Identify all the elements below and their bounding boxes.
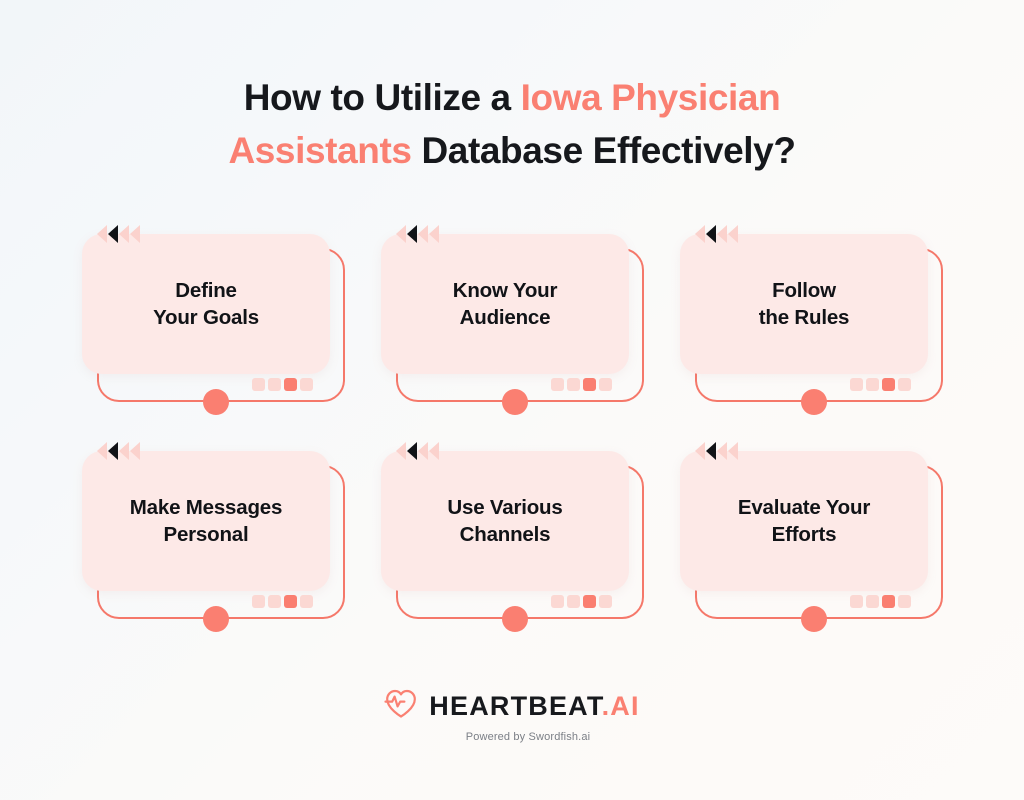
heart-pulse-icon — [384, 688, 418, 724]
square-marker-active — [284, 595, 297, 608]
left-arrow-icon — [728, 225, 738, 243]
square-marker — [850, 595, 863, 608]
left-arrow-icon — [97, 442, 107, 460]
arrow-cluster — [396, 225, 439, 243]
left-arrow-icon — [695, 225, 705, 243]
square-marker — [567, 378, 580, 391]
title-section: How to Utilize a Iowa Physician Assistan… — [0, 0, 1024, 177]
logo-suffix: .AI — [601, 690, 640, 721]
square-marker — [898, 595, 911, 608]
card-surface — [381, 234, 629, 374]
page-title: How to Utilize a Iowa Physician Assistan… — [152, 72, 872, 177]
square-marker-active — [882, 378, 895, 391]
card-label: Know Your Audience — [452, 278, 558, 329]
card-grid: Define Your Goals Know Your Audience — [82, 222, 944, 632]
square-marker — [599, 378, 612, 391]
square-marker — [300, 378, 313, 391]
arrow-cluster — [695, 442, 738, 460]
square-marker — [300, 595, 313, 608]
square-marker — [268, 378, 281, 391]
left-arrow-icon — [108, 225, 118, 243]
left-arrow-icon — [728, 442, 738, 460]
logo-name: HEARTBEAT — [429, 690, 602, 721]
card-square-markers — [252, 595, 313, 608]
left-arrow-icon — [418, 442, 428, 460]
square-marker — [567, 595, 580, 608]
left-arrow-icon — [717, 442, 727, 460]
footer-branding: HEARTBEAT.AI Powered by Swordfish.ai — [0, 688, 1024, 743]
square-marker-active — [284, 378, 297, 391]
logo-tagline: Powered by Swordfish.ai — [465, 731, 591, 743]
card-label: Make Messages Personal — [129, 495, 283, 546]
left-arrow-icon — [407, 225, 417, 243]
left-arrow-icon — [396, 225, 406, 243]
step-card[interactable]: Follow the Rules — [680, 222, 943, 415]
left-arrow-icon — [130, 442, 140, 460]
card-label: Define Your Goals — [153, 278, 259, 329]
card-square-markers — [850, 595, 911, 608]
logo-wordmark: HEARTBEAT.AI — [429, 690, 640, 721]
card-dot-marker — [502, 606, 528, 632]
card-dot-marker — [203, 606, 229, 632]
left-arrow-icon — [108, 442, 118, 460]
left-arrow-icon — [717, 225, 727, 243]
card-surface — [82, 451, 330, 591]
title-part-3: Database Effectively? — [411, 129, 796, 171]
square-marker — [599, 595, 612, 608]
card-surface — [381, 451, 629, 591]
left-arrow-icon — [695, 442, 705, 460]
card-surface — [680, 451, 928, 591]
arrow-cluster — [695, 225, 738, 243]
square-marker — [850, 378, 863, 391]
arrow-cluster — [97, 442, 140, 460]
step-card[interactable]: Use Various Channels — [381, 439, 644, 632]
card-square-markers — [252, 378, 313, 391]
square-marker — [551, 595, 564, 608]
card-label: Follow the Rules — [758, 278, 850, 329]
title-highlight-1: Iowa Physician — [520, 77, 781, 118]
card-label: Use Various Channels — [447, 495, 563, 546]
left-arrow-icon — [706, 442, 716, 460]
left-arrow-icon — [429, 225, 439, 243]
card-surface — [82, 234, 330, 374]
left-arrow-icon — [706, 225, 716, 243]
left-arrow-icon — [119, 225, 129, 243]
left-arrow-icon — [130, 225, 140, 243]
square-marker — [252, 378, 265, 391]
square-marker — [268, 595, 281, 608]
arrow-cluster — [396, 442, 439, 460]
square-marker — [898, 378, 911, 391]
left-arrow-icon — [407, 442, 417, 460]
card-dot-marker — [801, 389, 827, 415]
left-arrow-icon — [97, 225, 107, 243]
step-card[interactable]: Evaluate Your Efforts — [680, 439, 943, 632]
arrow-cluster — [97, 225, 140, 243]
title-highlight-2: Assistants — [228, 129, 412, 171]
square-marker — [252, 595, 265, 608]
card-dot-marker — [203, 389, 229, 415]
card-square-markers — [551, 378, 612, 391]
card-surface — [680, 234, 928, 374]
square-marker-active — [583, 378, 596, 391]
card-dot-marker — [502, 389, 528, 415]
card-label: Evaluate Your Efforts — [737, 495, 871, 546]
square-marker — [551, 378, 564, 391]
square-marker-active — [882, 595, 895, 608]
step-card[interactable]: Know Your Audience — [381, 222, 644, 415]
square-marker-active — [583, 595, 596, 608]
card-square-markers — [551, 595, 612, 608]
step-card[interactable]: Define Your Goals — [82, 222, 345, 415]
card-square-markers — [850, 378, 911, 391]
title-part-1: How to Utilize a — [243, 77, 521, 118]
step-card[interactable]: Make Messages Personal — [82, 439, 345, 632]
left-arrow-icon — [429, 442, 439, 460]
card-dot-marker — [801, 606, 827, 632]
square-marker — [866, 595, 879, 608]
logo-lockup: HEARTBEAT.AI — [384, 688, 639, 724]
left-arrow-icon — [119, 442, 129, 460]
left-arrow-icon — [418, 225, 428, 243]
square-marker — [866, 378, 879, 391]
left-arrow-icon — [396, 442, 406, 460]
